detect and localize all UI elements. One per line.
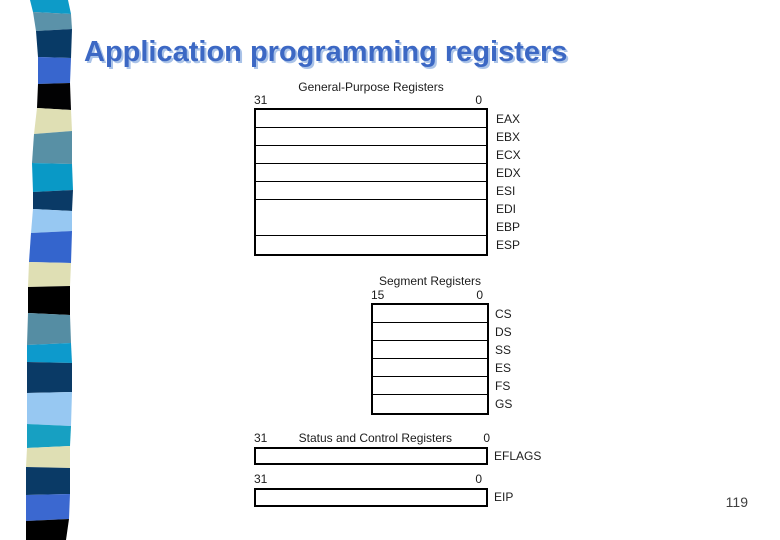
gp-register-cell	[256, 218, 486, 236]
segment-register-label: FS	[495, 379, 511, 393]
stripe-segment	[27, 362, 72, 393]
segment-bit-high: 15	[371, 288, 385, 302]
gp-register-label: ESI	[496, 184, 516, 198]
segment-register-cell	[373, 323, 487, 341]
gp-register-cell	[256, 182, 486, 200]
gp-register-cell	[256, 236, 486, 254]
stripe-segment	[32, 163, 73, 192]
gp-register-label: EBX	[496, 130, 521, 144]
eip-label: EIP	[494, 490, 514, 504]
eip-box	[254, 488, 488, 507]
decorative-stripe	[26, 0, 73, 540]
gp-bit-range: 31 0	[254, 93, 488, 107]
segment-register-cell	[373, 341, 487, 359]
gp-registers-title: General-Purpose Registers	[298, 80, 444, 94]
segment-register-cell	[373, 305, 487, 323]
eflags-box	[254, 447, 488, 465]
gp-register-cell	[256, 164, 486, 182]
gp-register-cell	[256, 146, 486, 164]
stripe-segment	[26, 446, 70, 468]
segment-register-cell	[373, 377, 487, 395]
gp-register-label: EDX	[496, 166, 521, 180]
segment-register-label: CS	[495, 307, 512, 321]
stripe-segment	[28, 286, 70, 315]
stripe-segment	[31, 209, 72, 233]
gp-register-cell	[256, 128, 486, 146]
eflags-bit-low: 0	[483, 431, 490, 445]
eflags-label: EFLAGS	[494, 449, 542, 463]
stripe-segment	[38, 57, 71, 84]
segment-register-labels: CS DS SS ES FS GS	[495, 305, 512, 413]
stripe-segment	[27, 313, 71, 345]
stripe-segment	[26, 519, 69, 540]
eflags-bit-high: 31	[254, 431, 268, 445]
segment-register-label: DS	[495, 325, 512, 339]
segment-bit-low: 0	[476, 288, 483, 302]
stripe-segment	[30, 0, 71, 14]
segment-registers-title: Segment Registers	[378, 274, 482, 288]
gp-register-label: ECX	[496, 148, 521, 162]
gp-bit-low: 0	[475, 93, 482, 107]
stripe-segment	[28, 262, 71, 287]
stripe-segment	[36, 29, 72, 58]
segment-register-cell	[373, 359, 487, 377]
gp-register-label: EAX	[496, 112, 521, 126]
gp-register-label: ESP	[496, 238, 521, 252]
stripe-segment	[27, 343, 72, 363]
stripe-segment	[33, 12, 72, 31]
stripe-segment	[32, 131, 72, 164]
eip-bit-low: 0	[475, 472, 482, 486]
segment-register-label: GS	[495, 397, 513, 411]
gp-register-labels: EAX EBX ECX EDX ESI EDI EBP ESP	[496, 110, 521, 254]
gp-register-cell	[256, 110, 486, 128]
eip-bit-high: 31	[254, 472, 268, 486]
stripe-segment	[29, 231, 72, 263]
status-header: 31 Status and Control Registers 0	[254, 431, 496, 445]
eip-bit-range: 31 0	[254, 472, 488, 486]
gp-registers-box	[254, 108, 488, 256]
segment-bit-range: 15 0	[371, 288, 489, 302]
segment-registers-box	[371, 303, 489, 415]
gp-register-label: EDI	[496, 202, 517, 216]
stripe-segment	[26, 467, 70, 495]
segment-register-label: ES	[495, 361, 512, 375]
gp-register-cell	[256, 200, 486, 218]
segment-register-label: SS	[495, 343, 512, 357]
slide-title: Application programming registers	[84, 36, 568, 68]
stripe-segment	[27, 392, 72, 426]
gp-register-label: EBP	[496, 220, 521, 234]
segment-register-cell	[373, 395, 487, 413]
status-registers-title: Status and Control Registers	[298, 431, 453, 445]
stripe-segment	[34, 108, 72, 134]
stripe-segment	[33, 190, 73, 211]
gp-bit-high: 31	[254, 93, 268, 107]
stripe-segment	[27, 424, 71, 448]
page-number: 119	[725, 494, 748, 510]
stripe-segment	[37, 83, 71, 110]
stripe-segment	[26, 494, 70, 521]
